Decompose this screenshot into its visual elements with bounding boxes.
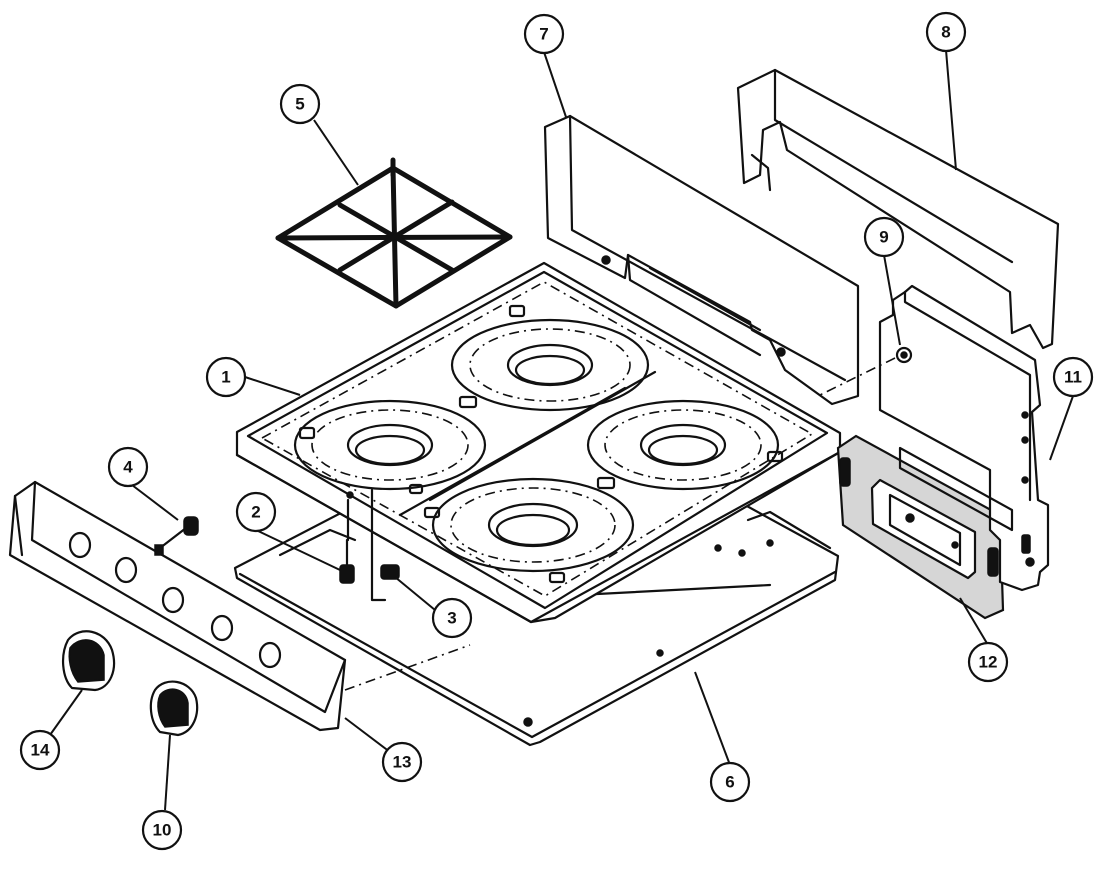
- callout-13[interactable]: 13: [381, 741, 423, 783]
- burner-rear-left: [450, 318, 650, 412]
- part-11-bracket-plate: [878, 284, 1050, 592]
- part-2-orifice: [339, 498, 355, 584]
- control-knob-holes: [68, 531, 282, 669]
- svg-text:5: 5: [295, 95, 304, 114]
- burner-front-left: [293, 399, 487, 491]
- callout-8[interactable]: 8: [925, 11, 967, 53]
- part-3-valve-clip: [370, 488, 400, 602]
- callout-10[interactable]: 10: [141, 809, 183, 851]
- part-8-backguard-trim: [736, 68, 1060, 350]
- callout-12[interactable]: 12: [967, 641, 1009, 683]
- svg-text:11: 11: [1064, 368, 1082, 387]
- callout-3[interactable]: 3: [431, 597, 473, 639]
- svg-text:4: 4: [123, 458, 133, 477]
- svg-text:1: 1: [221, 368, 230, 387]
- svg-text:8: 8: [941, 23, 950, 42]
- svg-text:3: 3: [447, 609, 456, 628]
- callouts: 1 2 3 4 5 6 7 8: [19, 11, 1094, 851]
- callout-14[interactable]: 14: [19, 729, 61, 771]
- svg-text:14: 14: [31, 741, 50, 760]
- burner-front-right: [431, 477, 635, 573]
- callout-5[interactable]: 5: [279, 83, 321, 125]
- callout-2[interactable]: 2: [235, 491, 277, 533]
- callout-1[interactable]: 1: [205, 356, 247, 398]
- part-5-burner-grate: [275, 157, 513, 309]
- part-10-knob: [149, 680, 199, 737]
- svg-text:7: 7: [539, 25, 548, 44]
- callout-7[interactable]: 7: [523, 13, 565, 55]
- part-13-control-panel: [8, 480, 471, 732]
- svg-text:9: 9: [879, 228, 888, 247]
- part-12-access-panel: [836, 434, 1005, 620]
- svg-text:12: 12: [979, 653, 998, 672]
- burner-rear-right: [586, 399, 780, 491]
- callout-4[interactable]: 4: [107, 446, 149, 488]
- callout-11[interactable]: 11: [1052, 356, 1094, 398]
- part-14-knob: [62, 630, 116, 692]
- callout-9[interactable]: 9: [863, 216, 905, 258]
- svg-text:2: 2: [251, 503, 260, 522]
- part-9-screw: [819, 346, 913, 396]
- part-7-backguard-panel: [543, 114, 860, 406]
- part-4-ignition-switch: [154, 516, 199, 556]
- callout-6[interactable]: 6: [709, 761, 751, 803]
- svg-text:6: 6: [725, 773, 734, 792]
- svg-text:10: 10: [153, 821, 172, 840]
- svg-text:13: 13: [393, 753, 412, 772]
- part-1-cooktop: [235, 261, 842, 624]
- leader-lines: [49, 49, 1074, 811]
